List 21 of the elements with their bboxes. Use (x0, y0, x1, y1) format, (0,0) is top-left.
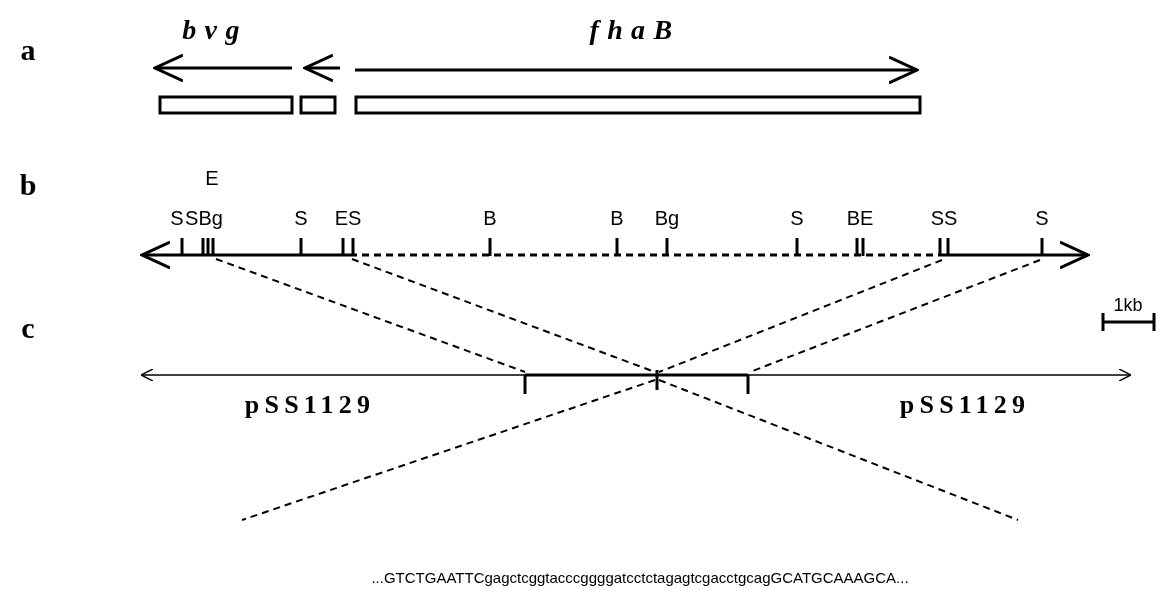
plasmid-label: pSS1129 (899, 392, 1031, 418)
restriction-site-label: B (610, 208, 624, 228)
restriction-site-label: SS (930, 208, 958, 228)
gene-name: bvg (182, 16, 248, 44)
restriction-site-label: S (294, 208, 308, 228)
panel-letter: a (20, 35, 36, 65)
restriction-site-label: S (1035, 208, 1049, 228)
restriction-site-label: E (205, 168, 219, 188)
scale-label: 1kb (1113, 296, 1143, 314)
restriction-site-label: B (483, 208, 497, 228)
restriction-site-label: ES (334, 208, 362, 228)
restriction-site-label: S (790, 208, 804, 228)
sequence-text: ...GTCTGAATTCgagctcggtacccggggatcctctagagtcgacctgcagGCATGCAAAGCA... (371, 569, 909, 585)
plasmid-label: pSS1129 (244, 392, 376, 418)
gene-name: fhaB (589, 16, 681, 44)
panel-letter: c (21, 313, 35, 343)
restriction-site-label: SBg (185, 208, 223, 228)
restriction-site-label: S (170, 208, 184, 228)
restriction-site-label: BE (846, 208, 874, 228)
panel-letter: b (19, 170, 37, 200)
restriction-site-label: Bg (654, 208, 680, 228)
